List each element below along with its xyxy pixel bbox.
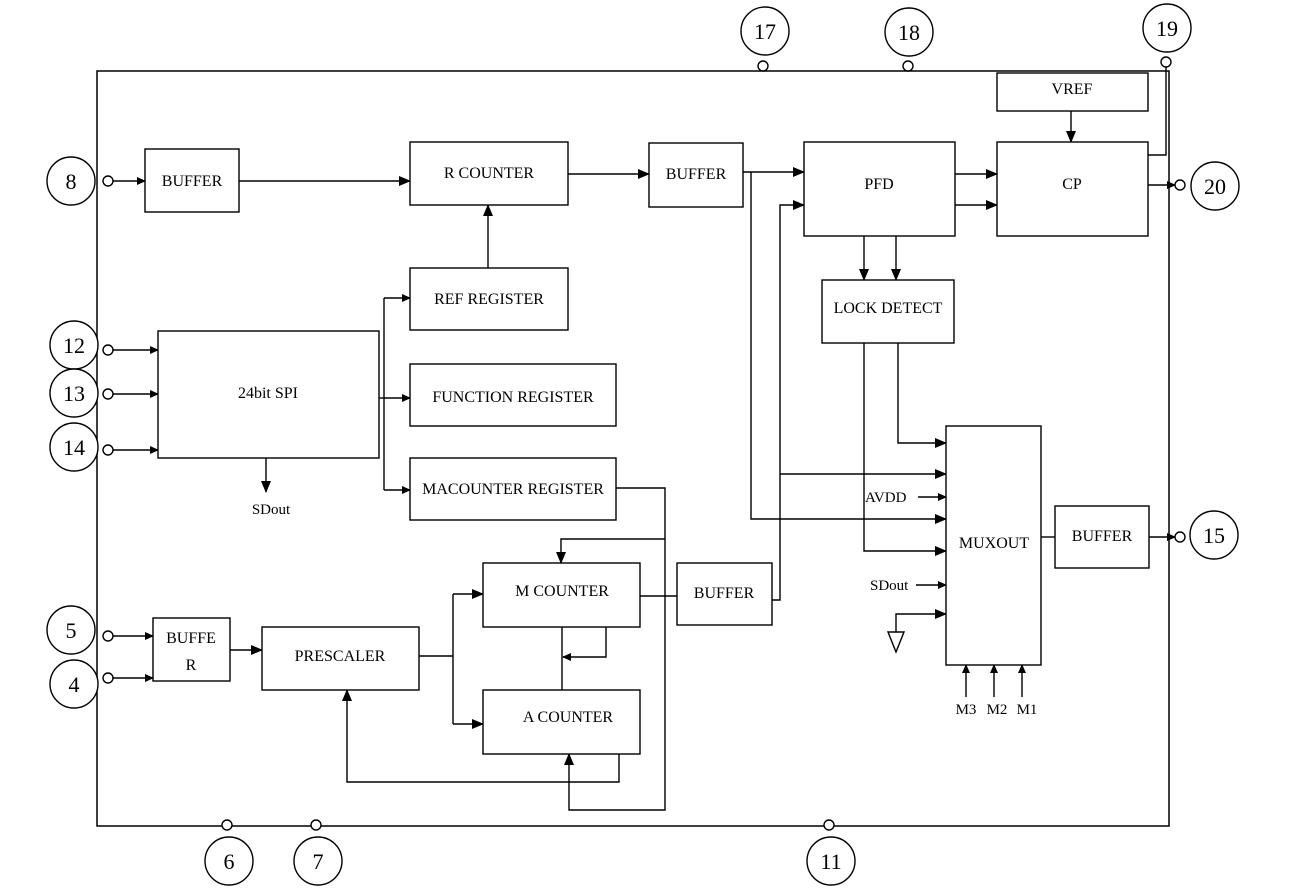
svg-text:MACOUNTER REGISTER: MACOUNTER REGISTER xyxy=(422,481,604,498)
block-macounter-register: MACOUNTER REGISTER xyxy=(409,457,617,521)
svg-text:LOCK DETECT: LOCK DETECT xyxy=(834,300,943,317)
wires xyxy=(113,63,1176,811)
pin-8: 8 xyxy=(46,156,114,206)
pin-12: 12 xyxy=(49,320,114,370)
block-muxout: MUXOUT xyxy=(945,425,1042,666)
pin-14: 14 xyxy=(49,422,114,472)
m1-label: M1 xyxy=(1017,702,1038,718)
svg-text:BUFFER: BUFFER xyxy=(666,166,727,183)
block-buffer-out: BUFFER xyxy=(1054,505,1150,569)
svg-text:MUXOUT: MUXOUT xyxy=(959,535,1029,552)
svg-text:18: 18 xyxy=(898,20,920,45)
svg-text:8: 8 xyxy=(66,169,77,194)
pin-11: 11 xyxy=(806,819,856,886)
block-function-register: FUNCTION REGISTER xyxy=(409,363,617,427)
pin-20: 20 xyxy=(1174,161,1240,211)
block-spi: 24bit SPI xyxy=(157,330,380,459)
block-buffer-in: BUFFE R xyxy=(152,617,231,682)
pin-6: 6 xyxy=(204,819,254,886)
pin-7: 7 xyxy=(293,819,343,886)
sdout-spi-label: SDout xyxy=(252,502,291,518)
svg-text:24bit SPI: 24bit SPI xyxy=(238,385,298,402)
m3-label: M3 xyxy=(956,702,977,718)
svg-text:5: 5 xyxy=(66,618,77,643)
block-buffer-r: BUFFER xyxy=(648,142,744,208)
svg-text:11: 11 xyxy=(820,849,841,874)
block-cp: CP xyxy=(996,141,1149,237)
svg-text:12: 12 xyxy=(63,333,85,358)
block-lock-detect: LOCK DETECT xyxy=(821,279,955,344)
svg-text:PFD: PFD xyxy=(864,176,893,193)
block-r-counter: R COUNTER xyxy=(409,141,569,206)
svg-text:CP: CP xyxy=(1062,176,1082,193)
svg-text:BUFFE: BUFFE xyxy=(166,630,216,647)
pin-17: 17 xyxy=(740,6,790,72)
svg-text:BUFFER: BUFFER xyxy=(1072,528,1133,545)
svg-text:BUFFER: BUFFER xyxy=(694,585,755,602)
block-buffer-m: BUFFER xyxy=(676,562,773,626)
svg-text:BUFFER: BUFFER xyxy=(162,173,223,190)
sdout-mux-label: SDout xyxy=(870,578,909,594)
svg-text:19: 19 xyxy=(1156,16,1178,41)
pin-19: 19 xyxy=(1142,3,1192,68)
m2-label: M2 xyxy=(987,702,1008,718)
block-pfd: PFD xyxy=(803,141,956,237)
svg-text:M COUNTER: M COUNTER xyxy=(515,583,609,600)
svg-text:VREF: VREF xyxy=(1052,81,1093,98)
svg-text:6: 6 xyxy=(224,849,235,874)
svg-text:4: 4 xyxy=(69,672,80,697)
block-vref: VREF xyxy=(996,72,1149,112)
avdd-label: AVDD xyxy=(865,490,907,506)
svg-text:14: 14 xyxy=(63,435,85,460)
pin-5: 5 xyxy=(46,605,114,655)
pin-4: 4 xyxy=(49,659,114,709)
block-prescaler: PRESCALER xyxy=(261,626,420,691)
svg-text:17: 17 xyxy=(754,19,776,44)
svg-text:R COUNTER: R COUNTER xyxy=(444,165,535,182)
block-m-counter: M COUNTER xyxy=(482,562,641,628)
svg-text:7: 7 xyxy=(313,849,324,874)
pin-13: 13 xyxy=(49,368,114,418)
svg-text:REF REGISTER: REF REGISTER xyxy=(434,291,544,308)
svg-text:A COUNTER: A COUNTER xyxy=(523,709,614,726)
pin-18: 18 xyxy=(884,7,934,72)
svg-text:PRESCALER: PRESCALER xyxy=(295,648,386,665)
pin-15: 15 xyxy=(1174,510,1239,560)
svg-text:13: 13 xyxy=(63,381,85,406)
block-buffer-ref: BUFFER xyxy=(144,148,240,213)
block-a-counter: A COUNTER xyxy=(482,689,641,755)
svg-text:15: 15 xyxy=(1203,523,1225,548)
block-ref-register: REF REGISTER xyxy=(409,267,569,331)
svg-text:20: 20 xyxy=(1204,174,1226,199)
svg-text:FUNCTION REGISTER: FUNCTION REGISTER xyxy=(432,389,594,406)
svg-text:R: R xyxy=(186,657,197,674)
